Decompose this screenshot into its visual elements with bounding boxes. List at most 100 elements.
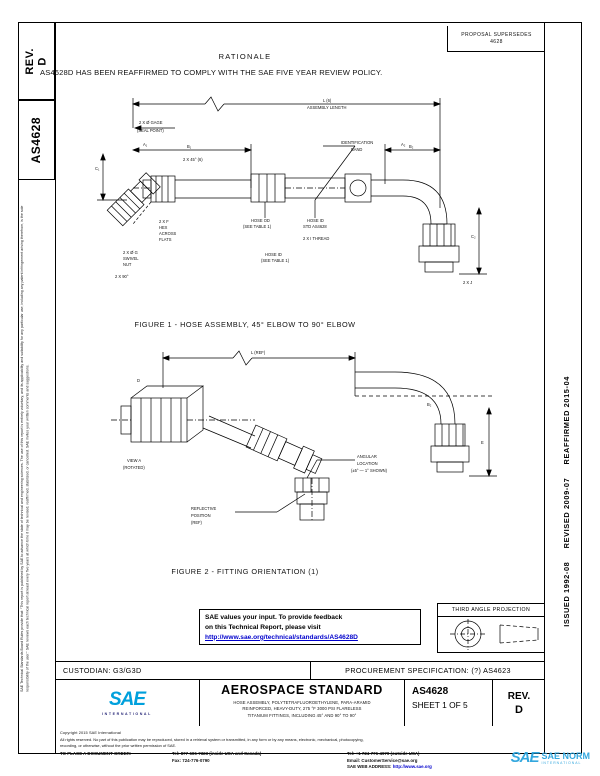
label-a2b: A₂ (401, 142, 406, 147)
label-a2: 2 X J (463, 280, 472, 285)
description-line-2: REINFORCED, HEAVY-DUTY, 275 °F 3000 PSI … (242, 706, 362, 712)
label-hexflats3: ACROSS (159, 231, 177, 236)
figure-2-caption: FIGURE 2 - FITTING ORIENTATION (1) (171, 567, 319, 576)
label-angular: ANGULAR (357, 454, 377, 459)
part-number-stub-box: AS4628 (18, 100, 55, 180)
fax-number: Fax: 724-776-0790 (172, 757, 210, 763)
rationale-body-text: AS4628D HAS BEEN REAFFIRMED TO COMPLY WI… (40, 68, 383, 77)
label-assembly-length: L (6) (323, 98, 332, 103)
label-swivelnut2: SWIVEL (123, 256, 139, 261)
standard-description: HOSE ASSEMBLY, POLYTETRAFLUOROETHYLENE, … (233, 700, 370, 719)
label-a1: A₁ (143, 142, 148, 147)
tel-outside: Tel: +1 724-776-4970 (outside USA) (347, 751, 420, 757)
order-label: TO PLACE A DOCUMENT ORDER: (60, 751, 132, 757)
figure-1-drawing: L (6) ASSEMBLY LENGTH 2 X Ø GAGE (SEAL P… (95, 96, 487, 285)
web-address-row: SAE WEB ADDRESS: http://www.sae.org (347, 764, 540, 771)
revision-cell: REV. D (493, 680, 545, 726)
label-fig2-l: L (REF) (251, 350, 266, 355)
watermark-subtitle: INTERNATIONAL (541, 760, 582, 765)
sheet-number: SHEET 1 OF 5 (412, 700, 468, 710)
document-number: AS4628 (412, 686, 449, 697)
order-row-3-spacer (60, 764, 172, 771)
procurement-spec-field: PROCUREMENT SPECIFICATION: (?) AS4623 (345, 666, 511, 675)
date-revised: REVISED 2009-07 (562, 477, 571, 549)
title-block-meta-row: CUSTODIAN: G3/G3D PROCUREMENT SPECIFICAT… (55, 661, 545, 679)
label-hexflats2: HEX (159, 225, 168, 230)
label-gage2: (SEAL POINT) (137, 128, 164, 133)
label-hose-size2: (SEE TABLE 1) (261, 258, 290, 263)
label-fig2-e: E (481, 440, 484, 445)
footer-legal-line-2: recording, or otherwise, without the pri… (60, 742, 177, 748)
rev-stub-box: REV. D (18, 22, 55, 100)
third-angle-projection-symbol (438, 617, 544, 653)
label-hexflats: 2 X F (159, 219, 169, 224)
watermark-text: SAE NORM (541, 750, 590, 761)
label-hose-od: HOSE OD (251, 218, 270, 223)
legal-disclaimer-margin: SAE Technical Standards Board Rules prov… (20, 196, 53, 692)
legal-disclaimer-text: SAE Technical Standards Board Rules prov… (20, 205, 30, 692)
supersedes-box: PROPOSAL SUPERSEDES 4628 (447, 26, 545, 52)
label-c1: C₁ (95, 166, 100, 171)
tel-us: Tel: 877-606-7323 (inside USA and Canada… (172, 751, 262, 757)
figure-2-drawing: L (REF) VIEW A (ROTATED) ANGULAR LOCATIO… (111, 350, 497, 525)
order-row-3: SAE WEB ADDRESS: http://www.sae.org (60, 764, 540, 771)
feedback-line2: on this Technical Report, please visit (205, 623, 321, 631)
label-idband2: BAND (351, 147, 362, 152)
label-thread: 2 X I THREAD (303, 236, 329, 241)
third-angle-projection-title: THIRD ANGLE PROJECTION (438, 604, 544, 617)
label-c2: C₂ (471, 234, 476, 239)
sae-logo-mark: SAE (108, 689, 146, 710)
description-line-3: TITANIUM FITTINGS, INCLUDING 45° AND 90°… (247, 712, 357, 718)
label-swivelnut: 2 X Ø G (123, 250, 138, 255)
revision-dates-margin: ISSUED 1992-08 REVISED 2009-07 REAFFIRME… (562, 376, 580, 656)
label-angular3: (±5° — 1° SHOWN) (351, 468, 388, 473)
footer-block: Copyright 2015 SAE International All rig… (60, 730, 540, 771)
label-angle90: 2 X 90° (115, 274, 129, 279)
label-view-a: VIEW A (127, 458, 141, 463)
supersedes-line1: PROPOSAL SUPERSEDES (461, 31, 532, 38)
revision-label: REV. (507, 690, 531, 702)
revision-value: D (515, 703, 523, 716)
label-hose-size: HOSE ID (265, 252, 282, 257)
document-number-cell: AS4628 SHEET 1 OF 5 (405, 680, 493, 726)
label-fig2-d: D (137, 378, 140, 383)
third-angle-projection-box: THIRD ANGLE PROJECTION (437, 603, 545, 653)
email-address: Email: CustomerService@sae.org (347, 757, 418, 763)
order-row-2-spacer (60, 758, 172, 765)
standard-type-label: AEROSPACE STANDARD (221, 683, 383, 697)
label-reflective2: POSITION (191, 513, 211, 518)
watermark-mark: SAE (510, 749, 540, 766)
rationale-heading: RATIONALE (218, 52, 272, 61)
footer-legal-line-1: All rights reserved. No part of this pub… (60, 736, 364, 742)
label-assembly-length2: ASSEMBLY LENGTH (307, 105, 346, 110)
sae-logo-cell: SAE INTERNATIONAL (55, 680, 200, 726)
label-hose-od2: (SEE TABLE 1) (243, 224, 272, 229)
web-address-url[interactable]: http://www.sae.org (392, 764, 432, 770)
label-reflective: REFLECTIVE (191, 506, 217, 511)
title-block-main-row: SAE INTERNATIONAL AEROSPACE STANDARD HOS… (55, 679, 545, 726)
outer-border (18, 22, 582, 754)
date-issued: ISSUED 1992-08 (562, 561, 571, 627)
feedback-line1: SAE values your input. To provide feedba… (205, 614, 343, 621)
description-line-1: HOSE ASSEMBLY, POLYTETRAFLUOROETHYLENE, … (233, 700, 371, 705)
label-hose-id2: STD AS4628 (303, 224, 327, 229)
order-row-3-spacer2 (172, 764, 347, 771)
feedback-link[interactable]: http://www.sae.org/technical/standards/A… (205, 633, 358, 641)
label-idband: IDENTIFICATION (341, 140, 373, 145)
standard-title-cell: AEROSPACE STANDARD HOSE ASSEMBLY, POLYTE… (200, 680, 405, 726)
label-fig2-b2: B₂ (427, 402, 432, 407)
order-row-1: TO PLACE A DOCUMENT ORDER: Tel: 877-606-… (60, 751, 540, 758)
custodian-field: CUSTODIAN: G3/G3D (55, 662, 311, 679)
label-angular2: LOCATION (357, 461, 378, 466)
part-number-stub-text: AS4628 (28, 116, 43, 164)
inner-border (55, 22, 545, 754)
label-reflective3: (REF) (191, 520, 203, 525)
feedback-box: SAE values your input. To provide feedba… (199, 609, 421, 645)
figure-1-caption: FIGURE 1 - HOSE ASSEMBLY, 45° ELBOW TO 9… (134, 320, 356, 329)
sae-logo-subtitle: INTERNATIONAL (102, 712, 152, 716)
revision-dates-text: ISSUED 1992-08 REVISED 2009-07 REAFFIRME… (562, 376, 571, 627)
label-gage: 2 X Ø GAGE (139, 120, 163, 125)
label-hose-id: HOSE ID (307, 218, 324, 223)
date-reaffirmed: REAFFIRMED 2015-04 (562, 376, 571, 465)
